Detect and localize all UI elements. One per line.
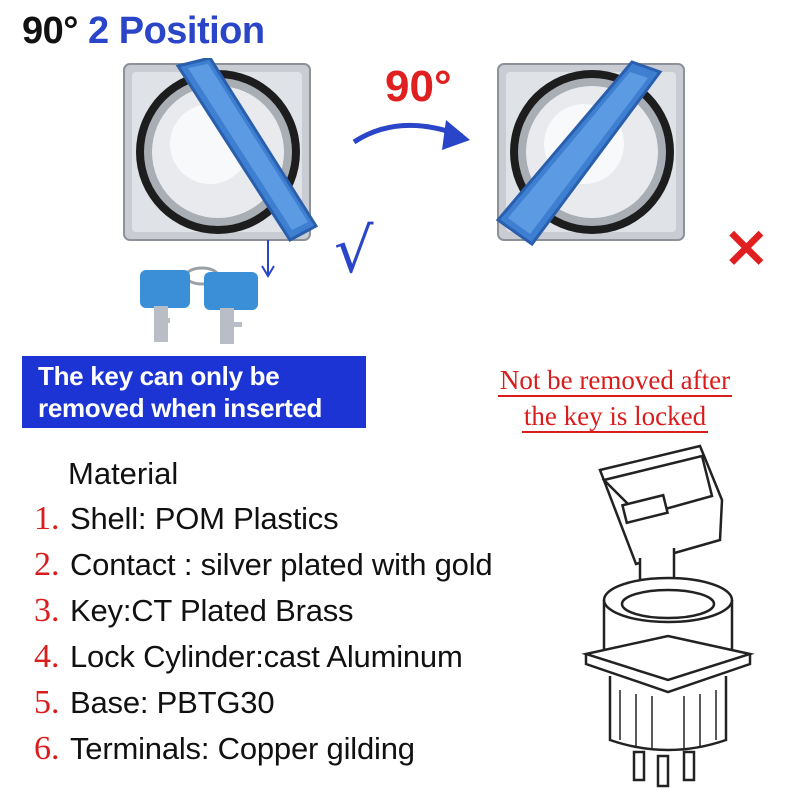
rotation-arrow-icon (352, 120, 470, 150)
material-heading: Material (68, 456, 179, 491)
list-item-text: Shell: POM Plastics (70, 501, 339, 536)
removable-key-note: The key can only be removed when inserte… (22, 356, 366, 428)
locked-key-note-line1: Not be removed after (497, 365, 733, 397)
down-arrow-icon (261, 240, 275, 278)
list-item-text: Base: PBTG30 (70, 685, 275, 720)
page-title: 90° 2 Position (22, 10, 265, 53)
title-position: 2 Position (88, 10, 265, 52)
keys-image (140, 266, 258, 344)
removable-key-note-line2: removed when inserted (38, 393, 323, 423)
list-item-text: Terminals: Copper gilding (70, 731, 415, 766)
list-item: 1. Shell: POM Plastics (34, 500, 492, 546)
switch-image-locked (495, 60, 685, 247)
list-item-number: 2. (34, 546, 60, 583)
list-item: 5. Base: PBTG30 (34, 684, 492, 730)
list-item-number: 5. (34, 684, 60, 721)
list-item: 6. Terminals: Copper gilding (34, 730, 492, 776)
locked-key-note: Not be removed after the key is locked (450, 362, 780, 434)
title-angle: 90° (22, 10, 78, 52)
list-item-text: Contact : silver plated with gold (70, 547, 493, 582)
list-item: 4. Lock Cylinder:cast Aluminum (34, 638, 492, 684)
list-item-text: Key:CT Plated Brass (70, 593, 354, 628)
list-item-text: Lock Cylinder:cast Aluminum (70, 639, 463, 674)
list-item-number: 3. (34, 592, 60, 629)
check-icon: √ (334, 214, 374, 287)
rotation-label: 90° (385, 62, 452, 111)
list-item-number: 1. (34, 500, 60, 537)
list-item-number: 6. (34, 730, 60, 767)
switch-line-drawing (581, 444, 755, 788)
cross-icon: × (722, 212, 771, 280)
list-item: 3. Key:CT Plated Brass (34, 592, 492, 638)
locked-key-note-line2: the key is locked (521, 401, 709, 433)
switch-image-unlocked (123, 58, 318, 242)
removable-key-note-line1: The key can only be (38, 361, 280, 391)
material-list: 1. Shell: POM Plastics 2. Contact : silv… (34, 500, 493, 776)
list-item-number: 4. (34, 638, 60, 675)
list-item: 2. Contact : silver plated with gold (34, 546, 493, 592)
